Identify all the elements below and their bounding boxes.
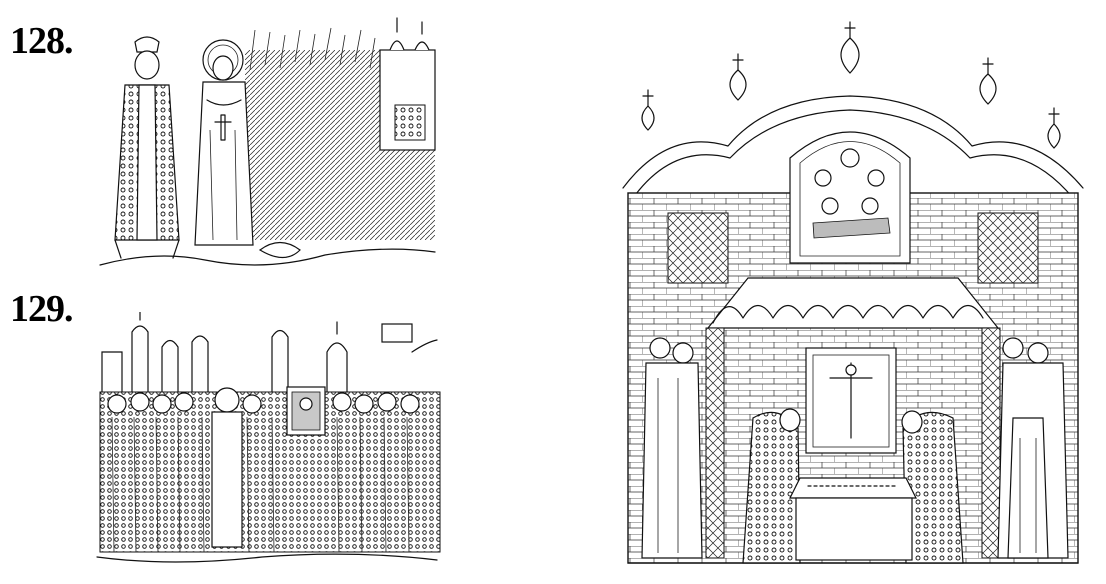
tomb-sarcophagus — [789, 477, 917, 561]
column-left — [705, 327, 725, 559]
dormition-icon-panel — [789, 131, 911, 264]
city-skyline — [101, 312, 438, 392]
standing-figures-left — [641, 337, 703, 559]
prince-figure — [114, 36, 180, 259]
carried-icon — [286, 386, 326, 436]
illustration-procession-with-icon — [96, 312, 441, 563]
column-right — [981, 327, 1001, 559]
standing-figures-right — [997, 337, 1069, 559]
city-church — [379, 17, 436, 151]
saint-figure — [194, 39, 254, 246]
scalloped-roofline — [622, 95, 1084, 189]
bowing-figure-left — [742, 408, 801, 564]
figure-label-129: 129. — [10, 288, 73, 330]
lattice-window-left — [667, 212, 729, 284]
procession-crowd — [99, 387, 441, 553]
figure-label-128: 128. — [10, 20, 73, 62]
lattice-window-right — [977, 212, 1039, 284]
onion-domes — [641, 21, 1061, 149]
illustration-church-tomb-scene — [622, 21, 1084, 564]
crucifixion-icon — [805, 347, 897, 454]
ogee-arch-canopy — [706, 277, 1000, 329]
spears — [249, 27, 376, 71]
bowing-figure-right — [901, 410, 964, 564]
rock — [258, 241, 301, 259]
illustration-prince-and-saint-before-army — [99, 17, 436, 266]
